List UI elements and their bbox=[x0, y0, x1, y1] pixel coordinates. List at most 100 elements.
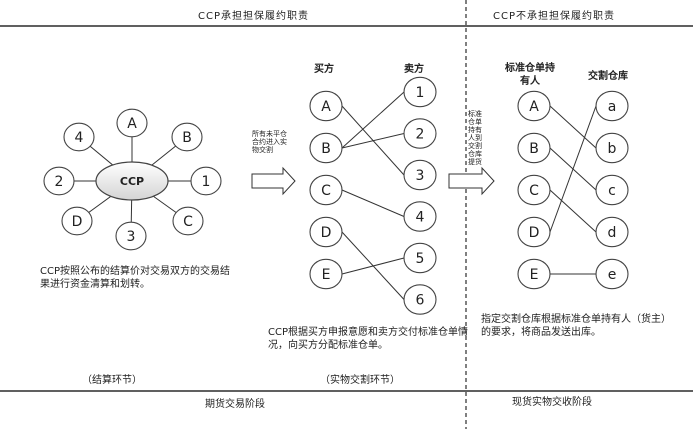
buyer-node-B-label: B bbox=[321, 141, 331, 157]
settlement-node-A: A bbox=[116, 108, 148, 138]
seller-node-4-label: 4 bbox=[416, 210, 425, 226]
settlement-node-B-label: B bbox=[182, 130, 192, 146]
buyer-node-C-label: C bbox=[321, 183, 331, 199]
settlement-node-B-shape bbox=[171, 122, 203, 152]
buyer-node-E-label: E bbox=[322, 267, 331, 283]
delivery-link-E-5 bbox=[341, 257, 405, 275]
settlement-node-1-label: 1 bbox=[202, 174, 211, 190]
seller-node-2: 2 bbox=[403, 118, 437, 149]
warehouse-node-d: d bbox=[595, 216, 629, 248]
warehouse-node-e-label: e bbox=[608, 267, 617, 283]
settlement-node-4-shape bbox=[63, 122, 95, 152]
buyer-node-E-shape bbox=[309, 258, 343, 290]
warehouse-link-A-b bbox=[549, 105, 597, 149]
settlement-node-D: D bbox=[61, 206, 93, 236]
settlement-node-3: 3 bbox=[115, 221, 147, 251]
buyer-node-A-shape bbox=[309, 90, 343, 122]
seller-node-6: 6 bbox=[403, 284, 437, 315]
delivery-link-B-1 bbox=[341, 91, 405, 149]
settlement-node-3-shape bbox=[115, 221, 147, 251]
warehouse-node-c: c bbox=[595, 174, 629, 206]
arrow1-label: 所有未平仓合约进入实物交割 bbox=[252, 130, 287, 154]
warehouse-caption: 指定交割仓库根据标准仓单持有人（货主）的要求，将商品发送出库。 bbox=[481, 314, 671, 338]
spot-phase-label: 现货实物交收阶段 bbox=[512, 397, 592, 408]
holder-node-C: C bbox=[517, 174, 551, 206]
seller-node-3-label: 3 bbox=[416, 168, 425, 184]
holder-node-D-label: D bbox=[529, 225, 540, 241]
seller-node-5: 5 bbox=[403, 242, 437, 274]
settlement-stage-label: （结算环节） bbox=[82, 375, 142, 386]
holder-node-A: A bbox=[517, 90, 551, 122]
seller-node-4-shape bbox=[403, 201, 437, 232]
holder-title: 标准仓单持有人 bbox=[505, 63, 555, 87]
buyer-node-B: B bbox=[309, 132, 343, 164]
warehouse-node-b-shape bbox=[595, 132, 629, 164]
seller-node-4: 4 bbox=[403, 201, 437, 232]
warehouse-node-c-label: c bbox=[608, 183, 616, 199]
warehouse-link-C-d bbox=[549, 189, 597, 233]
settlement-node-C-shape bbox=[172, 206, 204, 236]
delivery-link-B-2 bbox=[341, 133, 405, 149]
warehouse-node-d-label: d bbox=[608, 225, 617, 241]
seller-node-1-shape bbox=[403, 76, 437, 108]
seller-node-6-shape bbox=[403, 284, 437, 315]
seller-node-5-shape bbox=[403, 242, 437, 274]
header-left: CCP承担担保履约职责 bbox=[198, 11, 309, 22]
ccp-center-label: CCP bbox=[120, 175, 144, 188]
buyer-node-D-label: D bbox=[321, 225, 332, 241]
holder-node-B-shape bbox=[517, 132, 551, 164]
warehouse-link-D-a bbox=[549, 105, 597, 233]
buyer-node-A-label: A bbox=[321, 99, 331, 115]
settlement-node-2: 2 bbox=[43, 166, 75, 196]
warehouse-node-e-shape bbox=[595, 258, 629, 290]
header-right: CCP不承担担保履约职责 bbox=[493, 11, 615, 22]
seller-node-1: 1 bbox=[403, 76, 437, 108]
physical-caption: CCP根据买方申报意愿和卖方交付标准仓单情况，向买方分配标准仓单。 bbox=[268, 327, 468, 351]
settlement-node-C: C bbox=[172, 206, 204, 236]
settlement-node-3-label: 3 bbox=[127, 229, 136, 245]
warehouse-node-a-shape bbox=[595, 90, 629, 122]
holder-node-C-shape bbox=[517, 174, 551, 206]
arrow2-label: 标准仓单持有人到交割仓库提货 bbox=[468, 110, 482, 166]
seller-node-1-label: 1 bbox=[416, 85, 425, 101]
seller-node-5-label: 5 bbox=[416, 251, 425, 267]
holder-node-B: B bbox=[517, 132, 551, 164]
holder-node-E-shape bbox=[517, 258, 551, 290]
buyer-node-C-shape bbox=[309, 174, 343, 206]
settlement-node-D-label: D bbox=[72, 214, 83, 230]
holder-node-A-label: A bbox=[529, 99, 539, 115]
settlement-node-1-shape bbox=[190, 166, 222, 196]
buyer-node-B-shape bbox=[309, 132, 343, 164]
settlement-node-2-shape bbox=[43, 166, 75, 196]
settlement-node-B: B bbox=[171, 122, 203, 152]
warehouse-node-b-label: b bbox=[608, 141, 617, 157]
warehouse-node-e: e bbox=[595, 258, 629, 290]
warehouse-node-d-shape bbox=[595, 216, 629, 248]
futures-phase-label: 期货交易阶段 bbox=[205, 399, 265, 410]
arrow-to-physical-delivery bbox=[251, 166, 296, 196]
buyer-node-C: C bbox=[309, 174, 343, 206]
buyer-node-A: A bbox=[309, 90, 343, 122]
warehouse-node-a-label: a bbox=[608, 99, 617, 115]
holder-node-D: D bbox=[517, 216, 551, 248]
buyer-node-E: E bbox=[309, 258, 343, 290]
seller-title: 卖方 bbox=[404, 64, 424, 75]
buyer-node-D: D bbox=[309, 216, 343, 248]
settlement-caption: CCP按照公布的结算价对交易双方的交易结果进行资金清算和划转。 bbox=[40, 266, 230, 290]
ccp-center-shape bbox=[95, 161, 169, 201]
buyer-title: 买方 bbox=[314, 64, 334, 75]
warehouse-node-c-shape bbox=[595, 174, 629, 206]
holder-node-A-shape bbox=[517, 90, 551, 122]
buyer-node-D-shape bbox=[309, 216, 343, 248]
settlement-node-1: 1 bbox=[190, 166, 222, 196]
seller-node-2-shape bbox=[403, 118, 437, 149]
arrow-to-warehouse bbox=[448, 166, 495, 196]
seller-node-3-shape bbox=[403, 159, 437, 191]
holder-node-D-shape bbox=[517, 216, 551, 248]
settlement-node-4-label: 4 bbox=[75, 130, 84, 146]
seller-node-3: 3 bbox=[403, 159, 437, 191]
settlement-node-C-label: C bbox=[183, 214, 193, 230]
settlement-node-A-label: A bbox=[127, 116, 137, 132]
settlement-node-A-shape bbox=[116, 108, 148, 138]
warehouse-node-a: a bbox=[595, 90, 629, 122]
